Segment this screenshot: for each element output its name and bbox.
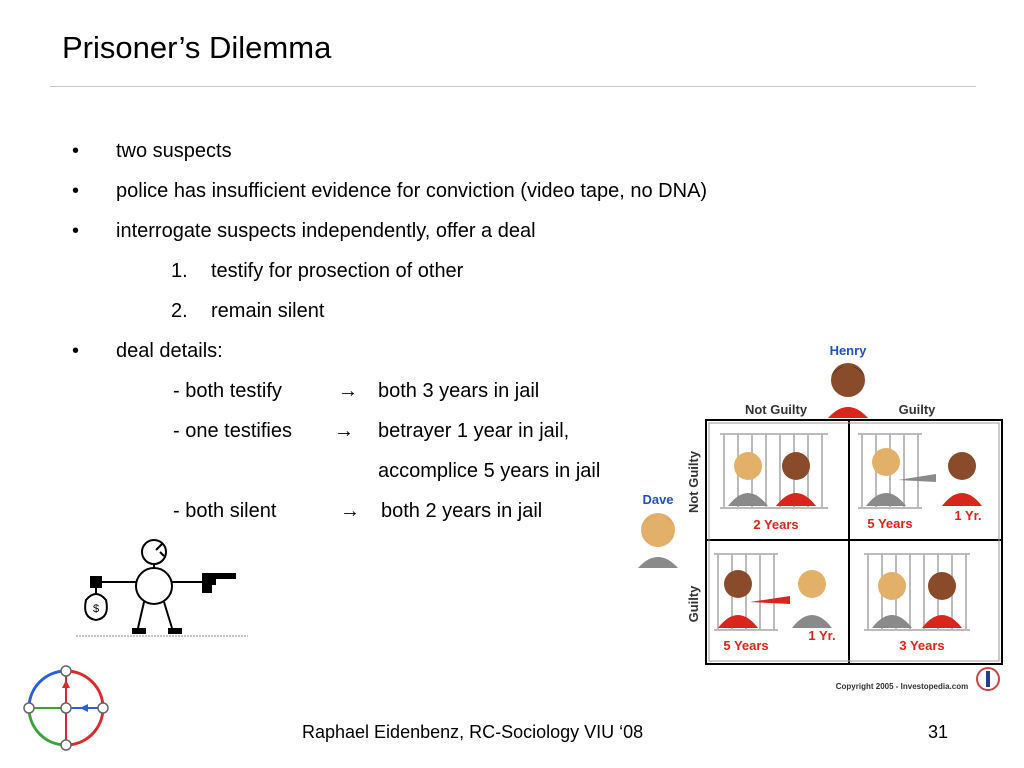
investopedia-logo-icon: [976, 667, 1000, 691]
row-header-not-guilty: Not Guilty: [686, 450, 701, 513]
bullet-marker: •: [72, 220, 80, 242]
dave-label: Dave: [642, 492, 673, 507]
footer-author: Raphael Eidenbenz, RC-Sociology VIU ‘08: [302, 722, 644, 742]
deal-condition: - both testify: [173, 380, 282, 402]
copyright-text: Copyright 2005 - Investopedia.com: [836, 682, 968, 691]
deal-outcome: both 2 years in jail: [381, 500, 543, 522]
money-symbol: $: [93, 603, 99, 615]
payoff-label: 3 Years: [899, 638, 944, 653]
stick-figure-icon: [100, 539, 206, 629]
fist-icon: [90, 576, 102, 588]
payoff-label: 1 Yr.: [954, 508, 981, 523]
cell-both-testify: 3 Years: [864, 553, 970, 653]
item-number: 2.: [171, 300, 188, 322]
deal-condition: - one testifies: [173, 420, 292, 442]
university-logo: [23, 665, 109, 751]
bullet-text: two suspects: [116, 140, 232, 162]
bullet-text: deal details:: [116, 340, 223, 362]
left-shoe-icon: [132, 628, 146, 634]
column-header-guilty: Guilty: [899, 402, 937, 417]
bullet-text: interrogate suspects independently, offe…: [116, 220, 536, 242]
item-number: 1.: [171, 260, 188, 282]
payoff-matrix-illustration: Henry Not Guilty Guilty Not Guilty Guilt…: [638, 343, 1003, 691]
payoff-label: 5 Years: [723, 638, 768, 653]
deal-outcome: both 3 years in jail: [378, 380, 540, 402]
stick-figure-illustration: $: [76, 539, 248, 637]
title-divider: [50, 86, 976, 87]
column-header-not-guilty: Not Guilty: [745, 402, 808, 417]
cell-dave-testifies: 5 Years 1 Yr.: [714, 553, 836, 653]
henry-label: Henry: [830, 343, 868, 358]
deal-outcome: accomplice 5 years in jail: [378, 460, 601, 482]
dave-avatar-icon: [638, 513, 678, 568]
arrow-icon: →: [334, 420, 354, 442]
item-text: remain silent: [211, 300, 325, 322]
henry-avatar-icon: [828, 363, 868, 418]
page-number: 31: [928, 722, 949, 742]
payoff-label: 1 Yr.: [808, 628, 835, 643]
right-shoe-icon: [168, 628, 182, 634]
cell-both-silent: 2 Years: [720, 433, 828, 532]
payoff-label: 2 Years: [753, 517, 798, 532]
arrow-icon: →: [340, 500, 360, 522]
arrow-icon: →: [338, 380, 358, 402]
money-bag-icon: $: [84, 588, 108, 622]
bullet-marker: •: [72, 140, 80, 162]
bullet-marker: •: [72, 340, 80, 362]
payoff-label: 5 Years: [867, 516, 912, 531]
row-header-guilty: Guilty: [686, 585, 701, 623]
bullet-marker: •: [72, 180, 80, 202]
network-logo-icon: [23, 665, 109, 751]
cell-henry-testifies: 5 Years 1 Yr.: [858, 433, 982, 531]
gun-icon: [202, 573, 236, 593]
bullet-text: police has insufficient evidence for con…: [116, 180, 708, 202]
item-text: testify for prosection of other: [211, 260, 464, 282]
slide-title: Prisoner’s Dilemma: [62, 30, 332, 65]
deal-outcome: betrayer 1 year in jail,: [378, 420, 570, 442]
deal-condition: - both silent: [173, 500, 277, 522]
